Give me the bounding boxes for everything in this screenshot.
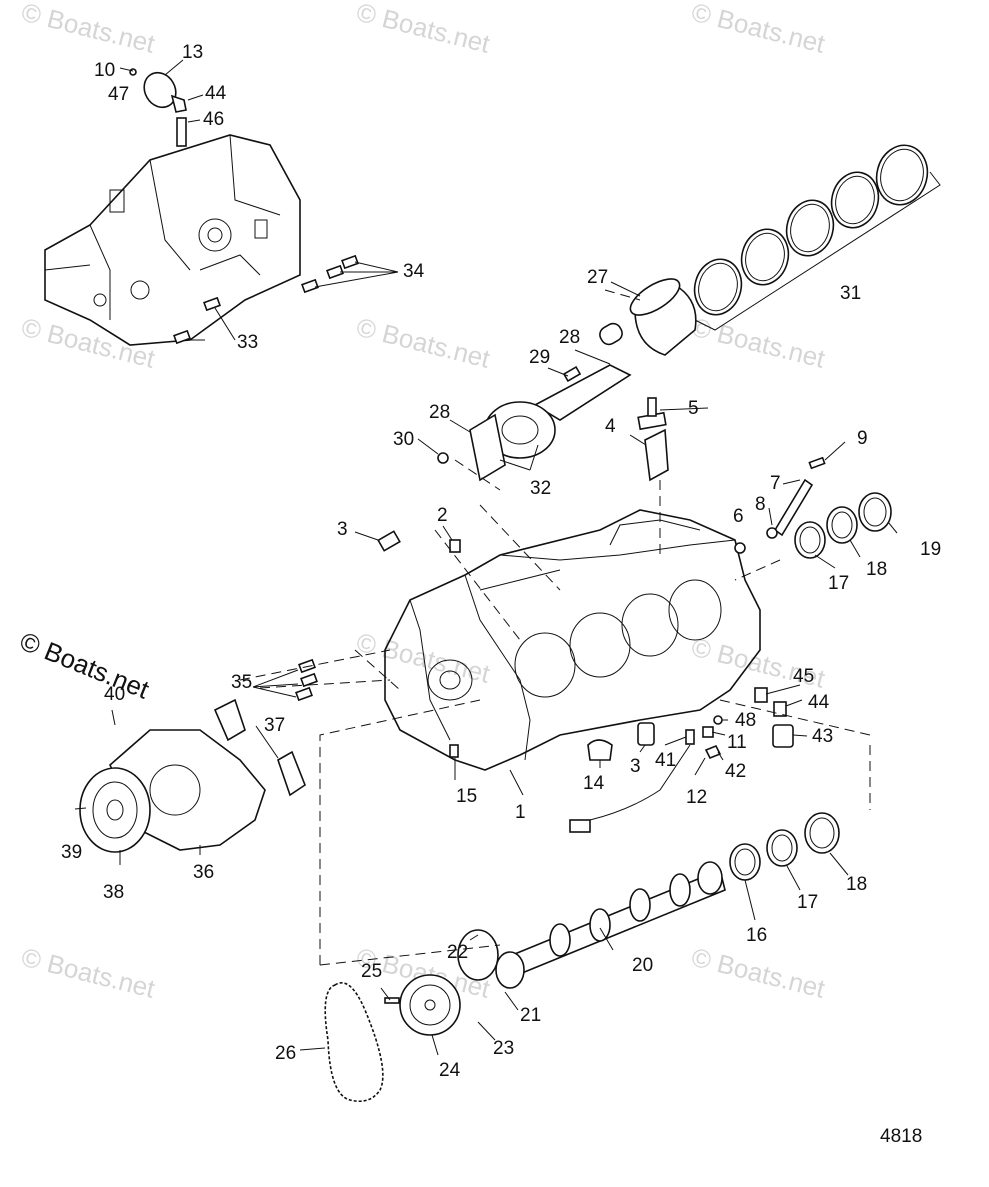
engine-block	[384, 509, 761, 771]
callout-label: 17	[828, 573, 849, 594]
callout-label: 35	[231, 672, 252, 693]
callout-label: 19	[920, 539, 941, 560]
camshaft-20	[495, 861, 726, 989]
callout-label: 28	[429, 402, 450, 423]
callout-label: 36	[193, 862, 214, 883]
callout-label: 33	[237, 332, 258, 353]
callout-label: 42	[725, 761, 746, 782]
callout-label: 38	[103, 882, 124, 903]
callout-label: 29	[529, 347, 550, 368]
cam-bearings-upper	[794, 492, 892, 559]
watermark: © Boats.net	[354, 312, 494, 374]
callout-label: 34	[403, 261, 425, 282]
callout-label: 12	[686, 787, 707, 808]
piston-rings-31	[693, 144, 941, 331]
callout-label: 30	[393, 429, 414, 450]
watermark: © Boats.net	[689, 0, 829, 59]
callout-label: 39	[61, 842, 82, 863]
leader-lines	[74, 59, 898, 1056]
watermark-layer: © Boats.net © Boats.net © Boats.net © Bo…	[16, 0, 829, 1004]
callout-label: 44	[205, 83, 227, 104]
callout-label: 26	[275, 1043, 296, 1064]
callout-label: 21	[520, 1005, 541, 1026]
callout-label: 7	[770, 473, 781, 494]
callout-label: 24	[439, 1060, 461, 1081]
callout-label: 2	[437, 505, 448, 526]
dashed-guides	[239, 480, 871, 966]
watermark: © Boats.net	[689, 942, 829, 1004]
callout-label: 18	[846, 874, 867, 895]
callout-label: 1	[515, 802, 526, 823]
callout-label: 43	[812, 726, 833, 747]
sensor-4-and-tube-7	[637, 397, 826, 539]
callout-label: 6	[733, 506, 744, 527]
block-rear-view	[44, 134, 301, 346]
callout-label: 48	[735, 710, 756, 731]
watermark: © Boats.net	[19, 942, 159, 1004]
sender-13	[129, 68, 187, 147]
callout-label: 37	[264, 715, 285, 736]
callout-label: 3	[630, 756, 641, 777]
callout-label: 40	[104, 684, 125, 705]
callout-labels: 1 2 3 3 4 5 6 7 8 9 10 11 12 13 14 15 16…	[61, 42, 941, 1081]
callout-label: 18	[866, 559, 887, 580]
callout-label: 20	[632, 955, 653, 976]
callout-label: 32	[530, 478, 551, 499]
callout-label: 47	[108, 84, 129, 105]
callout-label: 41	[655, 750, 676, 771]
callout-label: 8	[755, 494, 766, 515]
water-pump-assembly	[79, 658, 318, 853]
piston-rod-assembly	[437, 278, 697, 491]
callout-label: 9	[857, 428, 868, 449]
figure-reference-number: 4818	[880, 1126, 922, 1147]
callout-label: 27	[587, 267, 608, 288]
watermark-prominent: © Boats.net	[16, 626, 154, 705]
watermark: © Boats.net	[689, 312, 829, 374]
callout-label: 44	[808, 692, 830, 713]
callout-label: 23	[493, 1038, 514, 1059]
watermark: © Boats.net	[354, 0, 494, 59]
callout-label: 25	[361, 961, 382, 982]
callout-label: 14	[583, 773, 605, 794]
callout-label: 4	[605, 416, 616, 437]
cam-bearings-lower	[729, 812, 840, 881]
callout-label: 31	[840, 283, 861, 304]
watermark: © Boats.net	[19, 312, 159, 374]
timing-set	[324, 929, 499, 1103]
watermark: © Boats.net	[19, 0, 159, 59]
bolts-33-34	[173, 254, 359, 345]
callout-label: 46	[203, 109, 224, 130]
callout-label: 45	[793, 666, 814, 687]
callout-label: 3	[337, 519, 348, 540]
callout-label: 11	[727, 732, 747, 753]
callout-label: 17	[797, 892, 818, 913]
callout-label: 13	[182, 42, 203, 63]
callout-label: 5	[688, 398, 699, 419]
callout-label: 15	[456, 786, 477, 807]
callout-label: 16	[746, 925, 767, 946]
callout-label: 10	[94, 60, 115, 81]
callout-label: 22	[447, 942, 468, 963]
callout-label: 28	[559, 327, 580, 348]
